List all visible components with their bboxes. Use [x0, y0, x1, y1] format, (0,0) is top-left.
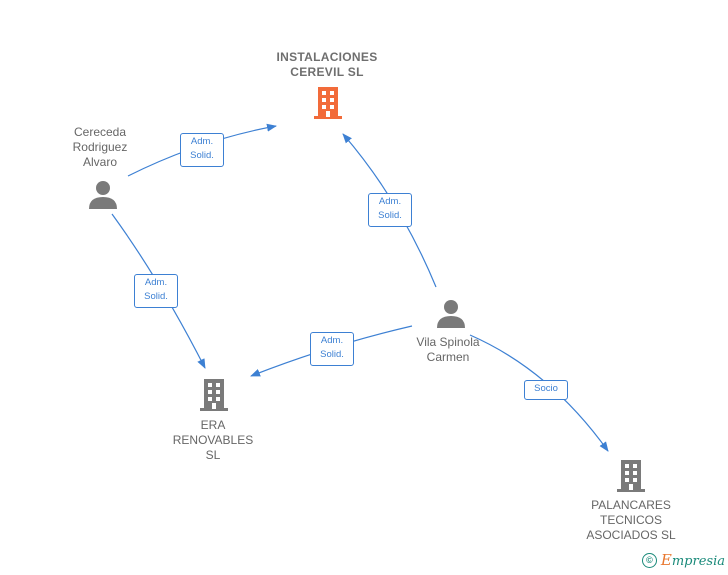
person-label-vila-spinola[interactable]: Vila Spinola Carmen — [416, 335, 480, 364]
copyright-icon: © — [641, 552, 657, 568]
company-label-era-renovables[interactable]: ERA RENOVABLES SL — [172, 418, 254, 462]
brand-watermark: © Empresia — [641, 551, 725, 569]
brand-logo: Empresia — [660, 551, 725, 569]
company-label-instalaciones-cerevil[interactable]: INSTALACIONES CEREVIL SL — [276, 50, 378, 79]
person-label-cereceda[interactable]: Cereceda Rodriguez Alvaro — [72, 125, 128, 169]
edge-label-cereceda-era: Adm. Solid. — [134, 274, 178, 308]
building-icon — [200, 379, 228, 411]
building-icon — [617, 460, 645, 492]
company-label-palancares[interactable]: PALANCARES TECNICOS ASOCIADOS SL — [586, 498, 676, 542]
edge-label-vila-instalaciones: Adm. Solid. — [368, 193, 412, 227]
building-icon — [314, 87, 342, 119]
edge-label-vila-palancares: Socio — [524, 380, 568, 400]
person-icon — [89, 181, 117, 209]
edge-label-cereceda-instalaciones: Adm. Solid. — [180, 133, 224, 167]
person-icon — [437, 300, 465, 328]
edge-label-vila-era: Adm. Solid. — [310, 332, 354, 366]
